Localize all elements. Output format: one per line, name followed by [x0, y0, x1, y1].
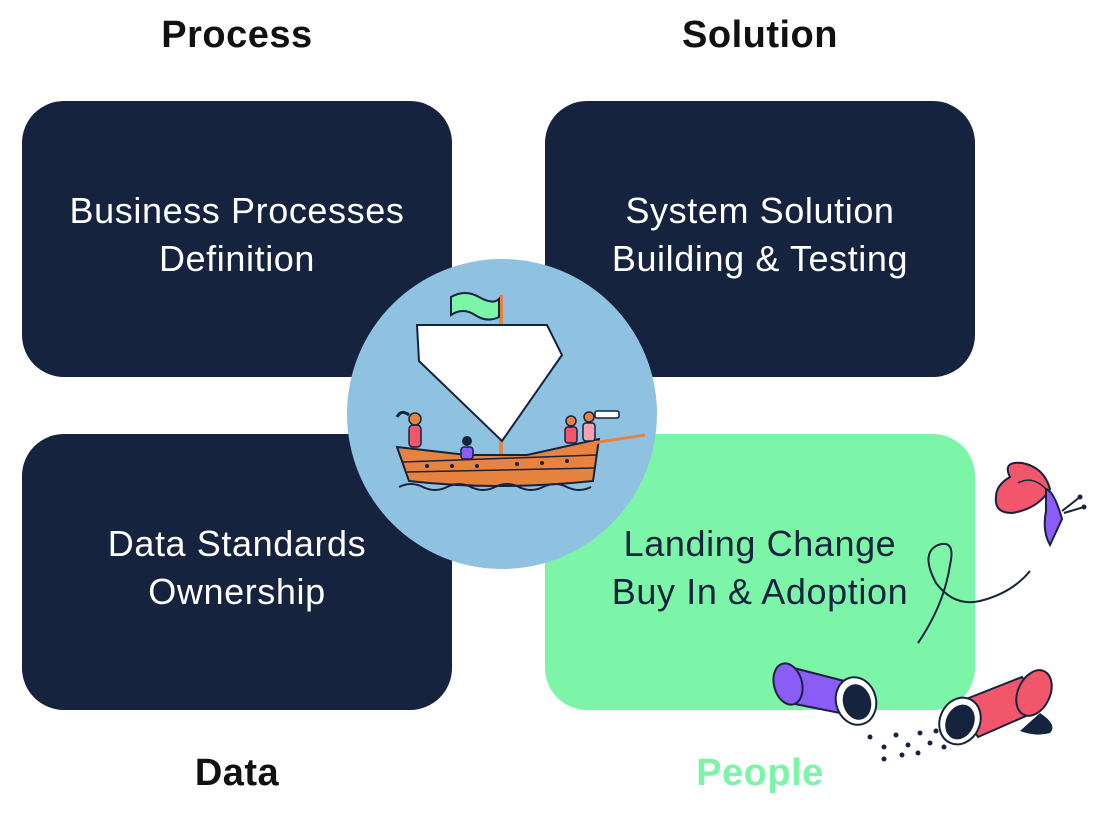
curly-line — [917, 543, 1031, 644]
card-solution-line1: System Solution — [625, 190, 895, 231]
tube-purple-icon — [772, 662, 878, 726]
tube-red-icon — [938, 669, 1053, 746]
card-process-line2: Definition — [158, 238, 316, 279]
card-data-line2: Ownership — [148, 571, 326, 612]
ship-illustration — [347, 259, 657, 569]
card-data-line1: Data Standards — [107, 523, 367, 564]
telescope-icon — [594, 410, 620, 419]
card-people-line1: Landing Change — [623, 523, 897, 564]
card-people-line2: Buy In & Adoption — [611, 571, 909, 612]
decor-illustration — [772, 461, 1087, 762]
sail — [415, 324, 564, 443]
flag-icon — [450, 292, 500, 321]
butterfly-icon — [994, 461, 1087, 548]
card-process-line1: Business Processes — [69, 190, 405, 231]
heading-process: Process — [161, 14, 313, 56]
hull — [395, 437, 601, 487]
card-solution-line2: Building & Testing — [611, 238, 909, 279]
crew-figures — [395, 410, 620, 460]
heading-data: Data — [194, 752, 280, 794]
heading-people: People — [696, 752, 824, 794]
heading-solution: Solution — [682, 14, 838, 56]
card-process: Business Processes Definition — [22, 101, 452, 377]
seeds-decoration — [867, 728, 947, 762]
